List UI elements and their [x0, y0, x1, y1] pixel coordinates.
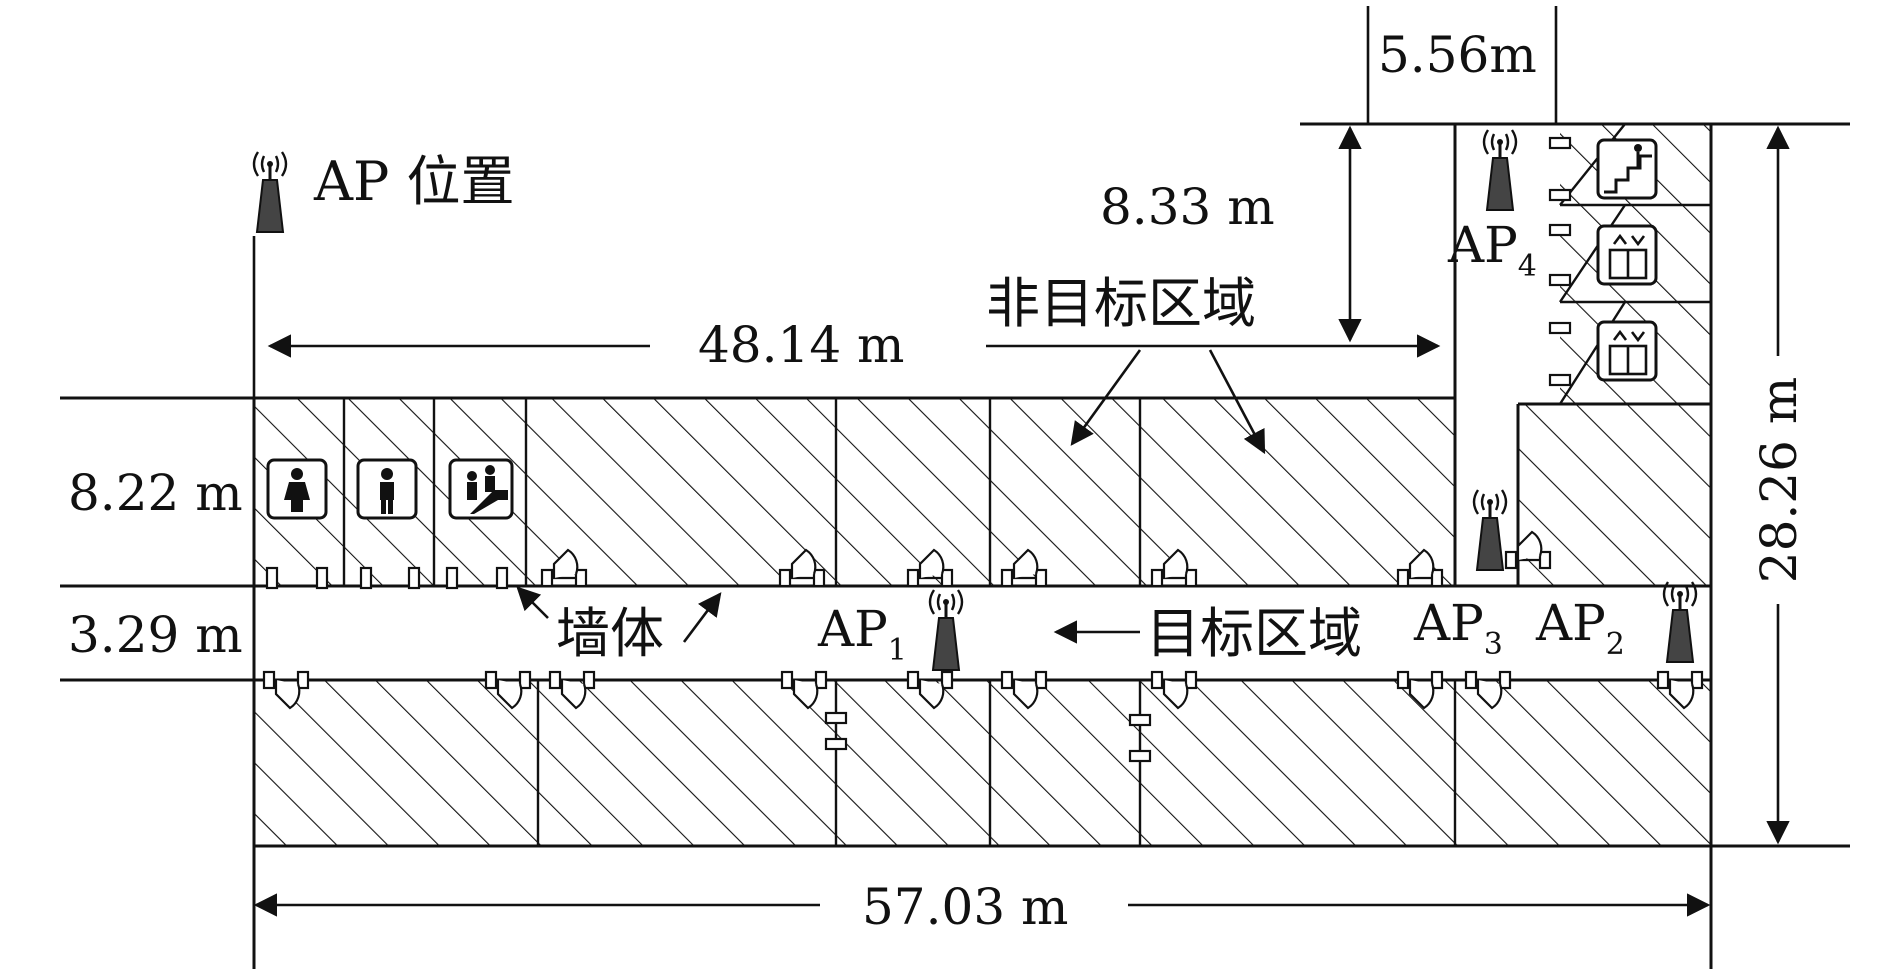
dimension-lines — [253, 6, 1790, 917]
legend-antenna-icon — [252, 150, 288, 234]
ap4-label: AP4 — [1447, 216, 1537, 284]
access-points — [252, 128, 1698, 672]
dim-width-total: 57.03 m — [862, 878, 1068, 936]
ap3-label: AP3 — [1413, 594, 1503, 662]
escalator-icon — [448, 458, 514, 520]
male-restroom-icon — [356, 458, 418, 520]
staircase-icon — [1596, 138, 1658, 200]
non-target-label: 非目标区域 — [986, 272, 1256, 335]
ap1-label: AP1 — [817, 600, 907, 668]
ap4-antenna-icon — [1482, 128, 1518, 212]
dim-upper-offset: 8.33 m — [1100, 178, 1275, 236]
ap1-antenna-icon — [928, 588, 964, 672]
dim-height-total: 28.26 m — [1750, 377, 1808, 583]
ap2-label: AP2 — [1535, 594, 1625, 662]
ap3-antenna-icon — [1472, 488, 1508, 572]
wall-label: 墙体 — [556, 602, 664, 665]
dim-corridor-width: 3.29 m — [68, 606, 243, 664]
dim-corridor-length: 48.14 m — [698, 316, 904, 374]
ap2-antenna-icon — [1662, 580, 1698, 664]
ap-legend-label: AP 位置 — [313, 150, 515, 213]
text-labels: AP 位置 48.14 m 8.33 m 5.56m 8.22 m 3.29 m… — [68, 26, 1808, 936]
elevator-icon-2 — [1596, 320, 1658, 382]
elevator-icon-1 — [1596, 224, 1658, 286]
facility-icons — [266, 138, 1658, 520]
dim-tower-width: 5.56m — [1378, 26, 1537, 84]
walls — [60, 122, 1850, 969]
dim-room-depth: 8.22 m — [68, 464, 243, 522]
female-restroom-icon — [266, 458, 328, 520]
target-label: 目标区域 — [1146, 602, 1362, 665]
